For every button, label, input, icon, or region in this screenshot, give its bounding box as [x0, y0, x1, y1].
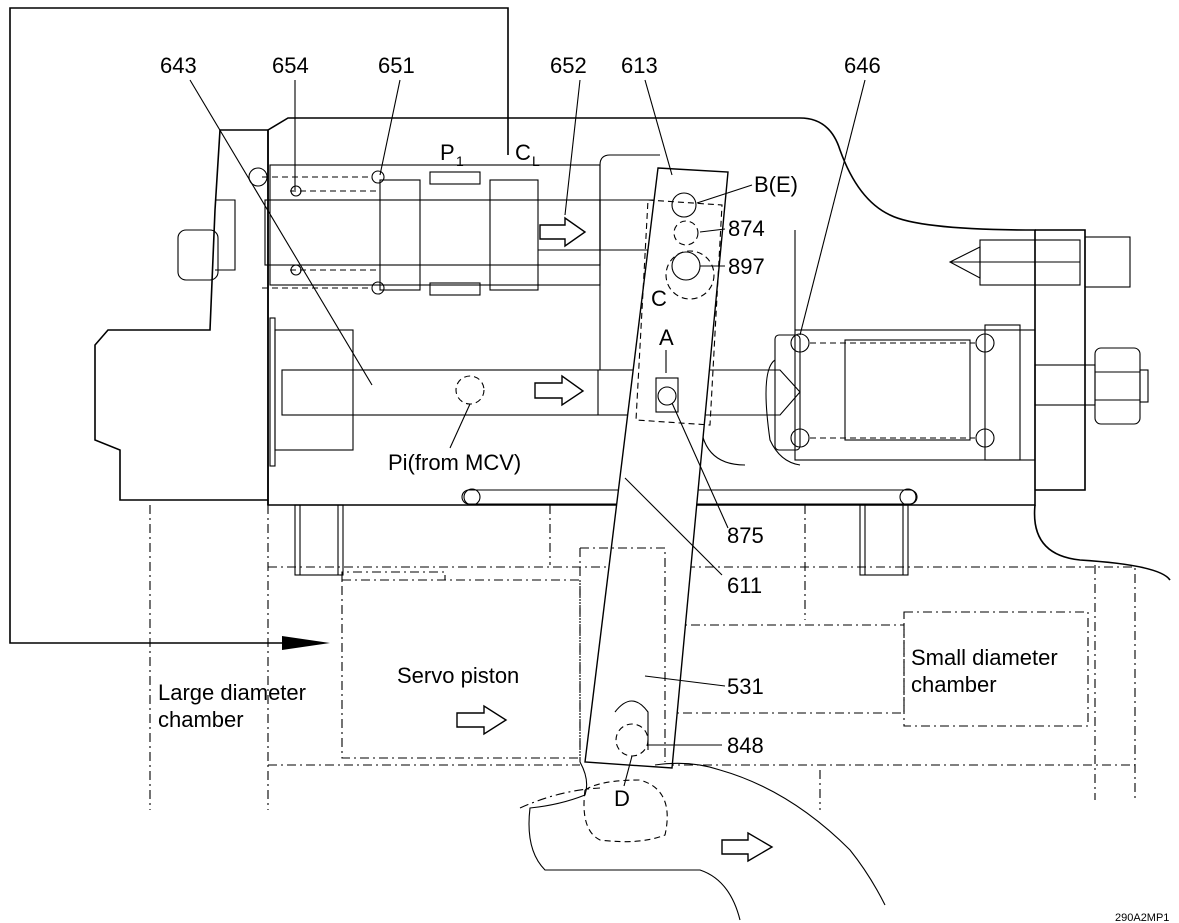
servo-piston-label: Servo piston: [397, 663, 519, 688]
pi-from-mcv-label: Pi(from MCV): [388, 450, 521, 475]
swash-plate: [519, 761, 886, 921]
small-chamber-label-line1: Small diameter: [911, 645, 1058, 670]
port-cl-label: C: [515, 140, 531, 165]
arrow-servo-right: [456, 704, 508, 736]
feedback-line: [9, 7, 509, 650]
feedback-lever: [579, 167, 729, 769]
part-number-labels: 643 654 651 652 613 646 874 897 875 611 …: [160, 53, 881, 758]
arrow-pilot-right: [534, 374, 585, 407]
chamber-labels: Pi(from MCV) Servo piston Large diameter…: [158, 450, 1169, 923]
port-p1-label: P: [440, 140, 455, 165]
label-897: 897: [728, 254, 765, 279]
pilot-piston: [269, 154, 660, 467]
housing-body: [94, 117, 1149, 506]
label-875: 875: [727, 523, 764, 548]
port-labels: P 1 C L B(E) C A D: [440, 140, 798, 811]
small-chamber-label-line2: chamber: [911, 672, 997, 697]
point-a-label: A: [659, 325, 674, 350]
label-643: 643: [160, 53, 197, 78]
point-c-label: C: [651, 286, 667, 311]
label-613: 613: [621, 53, 658, 78]
label-654: 654: [272, 53, 309, 78]
spool-assembly: [248, 164, 665, 296]
label-611: 611: [727, 573, 762, 598]
label-848: 848: [727, 733, 764, 758]
large-chamber-label-line2: chamber: [158, 707, 244, 732]
point-d-label: D: [614, 786, 630, 811]
leader-lines: [189, 79, 866, 787]
point-be-label: B(E): [754, 172, 798, 197]
arrow-spool-right: [539, 216, 587, 248]
label-652: 652: [550, 53, 587, 78]
port-cl-subscript: L: [532, 153, 540, 169]
label-651: 651: [378, 53, 415, 78]
spring-assembly: [677, 230, 1036, 466]
arrow-swash-right: [721, 831, 774, 863]
large-chamber-label-line1: Large diameter: [158, 680, 306, 705]
label-531: 531: [727, 674, 764, 699]
port-p1-subscript: 1: [456, 153, 464, 169]
label-646: 646: [844, 53, 881, 78]
drawing-code: 290A2MP1: [1115, 912, 1169, 923]
flow-arrows: [456, 216, 774, 863]
label-874: 874: [728, 216, 765, 241]
